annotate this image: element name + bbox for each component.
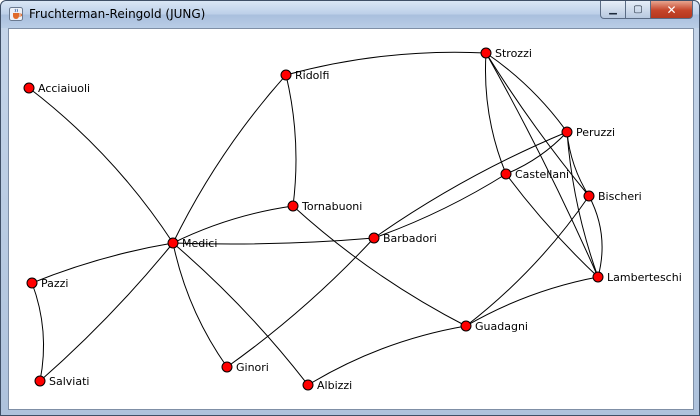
node-pazzi[interactable]: Pazzi — [26, 277, 68, 290]
node-label: Pazzi — [41, 277, 68, 290]
edge-bischeri-guadagni[interactable] — [465, 195, 590, 327]
node-castellani[interactable]: Castellani — [500, 168, 569, 181]
node-marker[interactable] — [34, 375, 46, 387]
node-label: Medici — [182, 237, 217, 250]
node-marker[interactable] — [500, 168, 512, 180]
node-label: Ginori — [236, 361, 269, 374]
node-label: Ridolfi — [295, 69, 329, 82]
node-marker[interactable] — [302, 379, 314, 391]
edge-pazzi-salviati[interactable] — [31, 282, 45, 382]
minimize-icon: ▁ — [609, 4, 617, 15]
edge-medici-albizzi[interactable] — [172, 242, 309, 386]
edge-castellani-barbadori[interactable] — [373, 173, 507, 239]
edge-bischeri-lamberteschi[interactable] — [588, 195, 603, 278]
edge-peruzzi-lamberteschi[interactable] — [566, 131, 599, 278]
node-strozzi[interactable]: Strozzi — [480, 47, 532, 60]
node-marker[interactable] — [583, 190, 595, 202]
node-marker[interactable] — [167, 237, 179, 249]
edge-guadagni-albizzi[interactable] — [307, 325, 467, 386]
close-button[interactable]: ✕ — [651, 1, 693, 19]
node-label: Bischeri — [598, 190, 642, 203]
node-marker[interactable] — [561, 126, 573, 138]
edge-layer — [28, 51, 603, 386]
node-medici[interactable]: Medici — [167, 237, 217, 250]
minimize-button[interactable]: ▁ — [600, 1, 626, 19]
node-label: Tornabuoni — [301, 200, 362, 213]
edge-peruzzi-castellani[interactable] — [505, 131, 568, 175]
edge-medici-barbadori[interactable] — [172, 237, 375, 245]
node-marker[interactable] — [280, 69, 292, 81]
node-peruzzi[interactable]: Peruzzi — [561, 126, 615, 139]
node-label: Peruzzi — [576, 126, 615, 139]
node-marker[interactable] — [592, 271, 604, 283]
node-tornabuoni[interactable]: Tornabuoni — [287, 200, 362, 213]
node-albizzi[interactable]: Albizzi — [302, 379, 352, 392]
edge-tornabuoni-guadagni[interactable] — [292, 205, 467, 327]
node-label: Guadagni — [475, 320, 528, 333]
node-label: Castellani — [515, 168, 569, 181]
edge-acciaiuoli-medici[interactable] — [28, 87, 174, 244]
edge-medici-ginori[interactable] — [172, 242, 228, 368]
node-marker[interactable] — [460, 320, 472, 332]
node-marker[interactable] — [287, 200, 299, 212]
node-marker[interactable] — [26, 277, 38, 289]
edge-strozzi-lamberteschi[interactable] — [485, 52, 599, 278]
edge-strozzi-bischeri[interactable] — [485, 52, 590, 197]
edge-peruzzi-barbadori[interactable] — [373, 131, 568, 239]
node-barbadori[interactable]: Barbadori — [368, 232, 437, 245]
edge-ridolfi-strozzi[interactable] — [285, 51, 487, 76]
window-controls: ▁ ▢ ✕ — [600, 1, 693, 19]
edge-strozzi-castellani[interactable] — [484, 52, 507, 175]
node-acciaiuoli[interactable]: Acciaiuoli — [23, 82, 90, 95]
edge-strozzi-peruzzi[interactable] — [485, 52, 568, 133]
node-guadagni[interactable]: Guadagni — [460, 320, 528, 333]
edge-castellani-lamberteschi[interactable] — [505, 173, 599, 278]
edge-medici-tornabuoni[interactable] — [172, 205, 294, 244]
close-icon: ✕ — [666, 2, 677, 17]
node-label: Lamberteschi — [607, 271, 682, 284]
node-marker[interactable] — [368, 232, 380, 244]
node-bischeri[interactable]: Bischeri — [583, 190, 642, 203]
node-marker[interactable] — [480, 47, 492, 59]
window-title: Fruchterman-Reingold (JUNG) — [29, 7, 206, 21]
edge-ginori-barbadori[interactable] — [226, 237, 375, 368]
node-marker[interactable] — [221, 361, 233, 373]
maximize-icon: ▢ — [633, 4, 643, 15]
edge-medici-ridolfi[interactable] — [172, 74, 287, 244]
edge-ridolfi-tornabuoni[interactable] — [285, 74, 297, 207]
node-label: Albizzi — [317, 379, 352, 392]
maximize-button[interactable]: ▢ — [626, 1, 651, 19]
node-lamberteschi[interactable]: Lamberteschi — [592, 271, 682, 284]
node-marker[interactable] — [23, 82, 35, 94]
node-ridolfi[interactable]: Ridolfi — [280, 69, 329, 82]
java-cup-icon — [9, 7, 23, 21]
edge-lamberteschi-guadagni[interactable] — [465, 276, 599, 327]
node-ginori[interactable]: Ginori — [221, 361, 269, 374]
node-label: Salviati — [49, 375, 89, 388]
node-salviati[interactable]: Salviati — [34, 375, 89, 388]
node-label: Barbadori — [383, 232, 437, 245]
edge-medici-pazzi[interactable] — [31, 242, 174, 284]
title-bar[interactable]: Fruchterman-Reingold (JUNG) ▁ ▢ ✕ — [1, 1, 699, 28]
node-label: Strozzi — [495, 47, 532, 60]
node-label: Acciaiuoli — [38, 82, 90, 95]
edge-medici-salviati[interactable] — [39, 242, 174, 382]
